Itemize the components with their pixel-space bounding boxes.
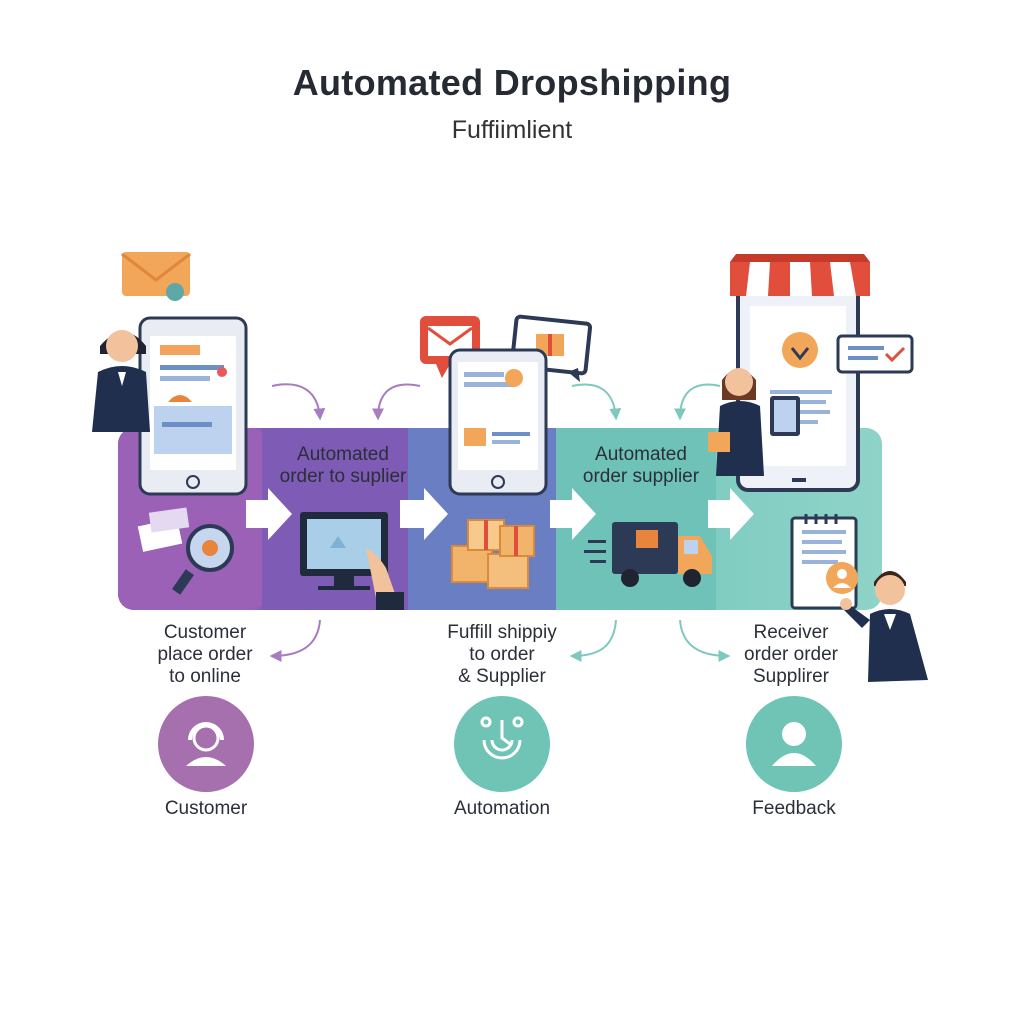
woman-customer-figure bbox=[92, 330, 150, 432]
category-circle-automation bbox=[454, 696, 550, 792]
step-2-line2: to order bbox=[469, 644, 535, 665]
package-boxes-icon bbox=[451, 519, 535, 589]
band-label-1: Automated order to suplier bbox=[268, 444, 418, 488]
bottom-connectors bbox=[269, 619, 731, 662]
chevron-arrow-3 bbox=[550, 488, 596, 540]
automation-icon bbox=[480, 716, 524, 760]
delivery-truck-icon bbox=[584, 522, 712, 587]
step-1-line1: Customer bbox=[163, 622, 247, 643]
step-description-3: Receiver order order Supplirer bbox=[716, 622, 866, 688]
diagram-title: Automated Dropshipping bbox=[292, 62, 732, 103]
phone-mockup-2 bbox=[448, 348, 548, 496]
band-label-2-line2: order supplier bbox=[582, 466, 700, 487]
step-1-line2: place order bbox=[157, 644, 253, 665]
category-circle-customer bbox=[158, 696, 254, 792]
chevron-arrow-1 bbox=[246, 488, 292, 540]
step-2-line3: & Supplier bbox=[458, 666, 546, 687]
clipboard-icon bbox=[790, 514, 858, 610]
band-label-1-line1: Automated bbox=[297, 444, 389, 465]
top-connectors bbox=[271, 383, 721, 421]
step-description-1: Customer place order to online bbox=[130, 622, 280, 688]
customer-headset-icon bbox=[186, 722, 226, 766]
user-icon bbox=[772, 722, 816, 766]
step-3-line1: Receiver bbox=[753, 622, 829, 643]
category-circle-feedback bbox=[746, 696, 842, 792]
documents-magnifier-icon bbox=[137, 507, 234, 595]
man-feedback-figure bbox=[840, 571, 928, 682]
checkmark-message-icon bbox=[836, 334, 914, 374]
chevron-arrow-2 bbox=[400, 488, 448, 540]
step-1-line3: to online bbox=[169, 666, 241, 687]
band-label-1-line2: order to suplier bbox=[279, 466, 407, 487]
band-label-2: Automated order supplier bbox=[566, 444, 716, 488]
category-label-feedback: Feedback bbox=[752, 798, 836, 819]
diagram-subtitle: Fuffiimlient bbox=[451, 116, 573, 144]
chevron-arrows bbox=[246, 488, 754, 540]
computer-monitor-icon bbox=[300, 512, 404, 610]
step-description-2: Fuffill shippiy to order & Supplier bbox=[422, 622, 582, 688]
band-label-2-line1: Automated bbox=[595, 444, 687, 465]
chevron-arrow-4 bbox=[708, 488, 754, 540]
phone-mockup-1 bbox=[138, 316, 248, 496]
step-2-line1: Fuffill shippiy bbox=[447, 622, 557, 643]
category-label-customer: Customer bbox=[164, 798, 248, 819]
woman-with-tablet-figure bbox=[708, 368, 800, 476]
step-3-line3: Supplirer bbox=[752, 666, 830, 687]
store-awning-icon bbox=[730, 254, 870, 296]
category-label-automation: Automation bbox=[453, 798, 551, 819]
envelope-icon bbox=[121, 252, 191, 301]
step-3-line2: order order bbox=[744, 644, 838, 665]
